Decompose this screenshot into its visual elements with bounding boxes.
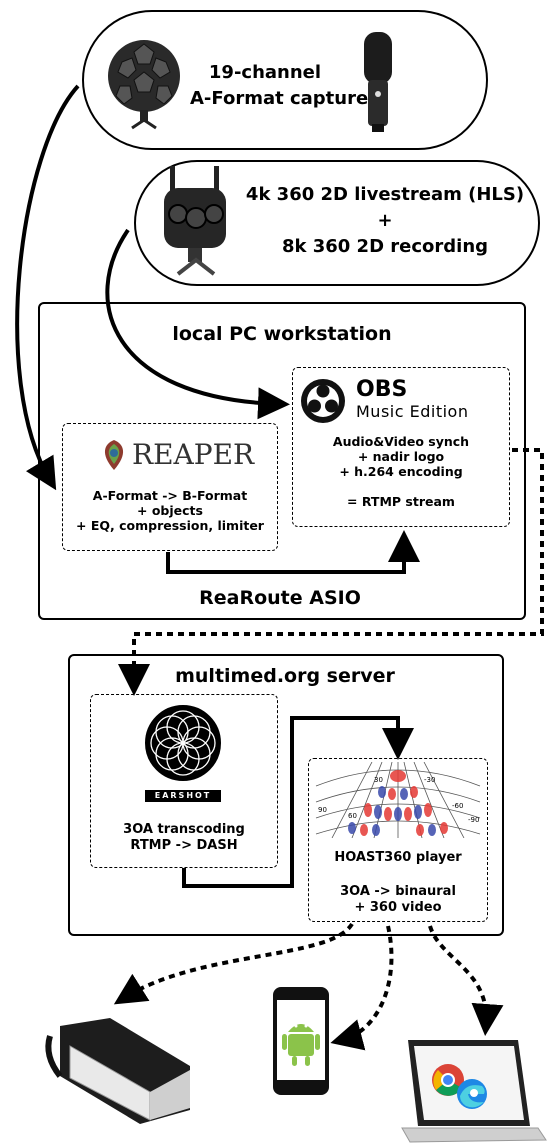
reaper-line-1: A-Format -> B-Format xyxy=(92,488,248,503)
earshot-line-2: RTMP -> DASH xyxy=(130,838,238,853)
capture-line-1: 19-channel xyxy=(208,62,322,83)
obs-text: Audio&Video synch + nadir logo + h.264 e… xyxy=(294,434,508,509)
arrow-hoast-to-laptop xyxy=(428,925,504,1036)
reaper-logo-text: REAPER xyxy=(132,438,255,471)
capture-line-2: A-Format capture xyxy=(190,88,369,109)
svg-text:-90: -90 xyxy=(468,816,479,824)
camera-line-3: 8k 360 2D recording xyxy=(281,236,489,257)
obs-logo-subtitle: Music Edition xyxy=(356,402,469,421)
obs-logo-title: OBS xyxy=(356,377,408,402)
hoast-map-icon: 90 60 30 -30 -60 -90 xyxy=(315,762,481,838)
hoast-title: HOAST360 player xyxy=(334,850,462,865)
microphone-icon xyxy=(364,32,392,132)
hoast-text: 3OA -> binaural + 360 video xyxy=(310,884,486,916)
arrow-hoast-to-phone xyxy=(330,925,394,1051)
earshot-text: 3OA transcoding RTMP -> DASH xyxy=(92,822,276,854)
svg-text:-60: -60 xyxy=(452,802,463,810)
360-camera-icon xyxy=(164,166,226,276)
svg-text:60: 60 xyxy=(348,812,357,820)
svg-text:30: 30 xyxy=(374,776,383,784)
obs-line-5: = RTMP stream xyxy=(347,494,455,509)
android-phone-icon xyxy=(273,987,329,1095)
camera-line-1: 4k 360 2D livestream (HLS) xyxy=(245,184,525,205)
reaper-logo-icon xyxy=(104,440,124,470)
microphone-array-icon xyxy=(108,40,180,130)
obs-line-1: Audio&Video synch xyxy=(332,434,470,449)
reaper-line-3: + EQ, compression, limiter xyxy=(76,518,264,533)
obs-line-3: + h.264 encoding xyxy=(339,464,463,479)
obs-logo-icon xyxy=(301,379,345,423)
server-title: multimed.org server xyxy=(175,665,395,687)
earshot-logo-label: EARSHOT xyxy=(154,791,212,800)
vr-headset-icon xyxy=(45,1018,190,1124)
earshot-line-1: 3OA transcoding xyxy=(123,822,245,837)
hoast-line-2: + 360 video xyxy=(354,900,442,915)
obs-line-4 xyxy=(294,479,508,494)
camera-text: 4k 360 2D livestream (HLS) + 8k 360 2D r… xyxy=(240,182,530,260)
hoast-line-1: 3OA -> binaural xyxy=(340,884,456,899)
workstation-title: local PC workstation xyxy=(172,323,392,345)
obs-line-2: + nadir logo xyxy=(357,449,445,464)
svg-text:-30: -30 xyxy=(424,776,435,784)
camera-line-2: + xyxy=(377,210,393,231)
earshot-logo-text: EARSHOT xyxy=(145,790,221,802)
reaper-line-2: + objects xyxy=(137,503,203,518)
svg-text:90: 90 xyxy=(318,806,327,814)
earshot-logo-icon xyxy=(145,705,221,781)
reaper-text: A-Format -> B-Format + objects + EQ, com… xyxy=(64,488,276,533)
rearoute-label: ReaRoute ASIO xyxy=(199,587,361,609)
laptop-browser-icon xyxy=(401,1040,547,1143)
capture-text: 19-channel A-Format capture xyxy=(190,60,369,112)
